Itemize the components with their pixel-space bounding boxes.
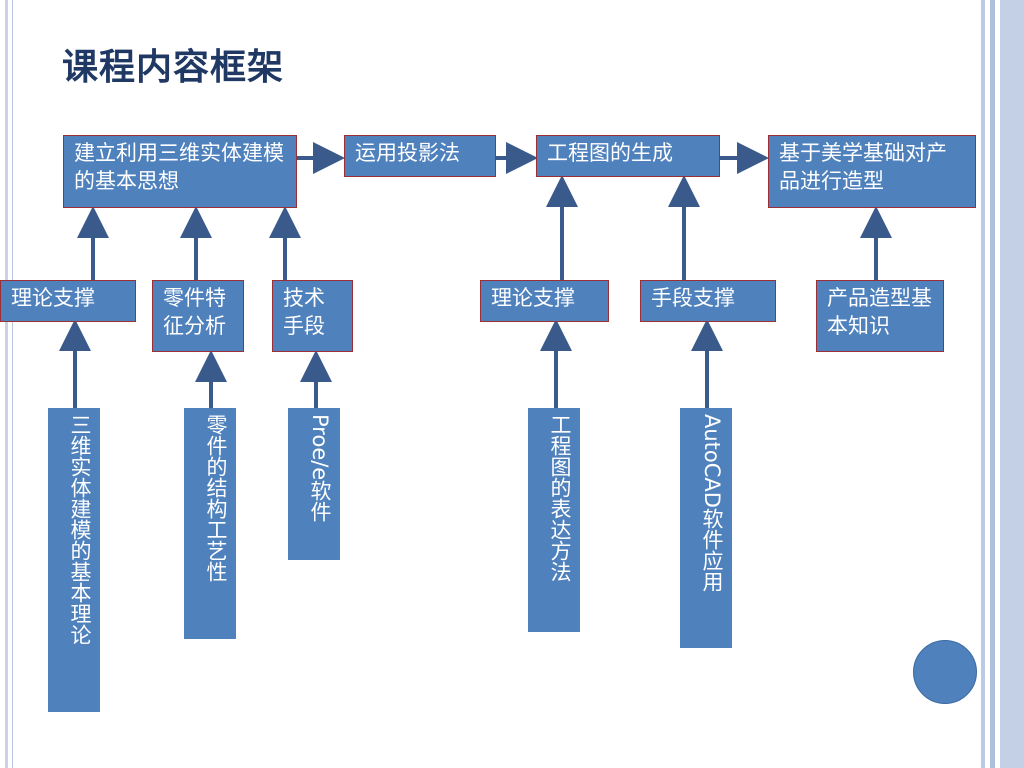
top-box-drawing-generation: 工程图的生成: [536, 135, 720, 177]
top-box-3d-modeling-idea: 建立利用三维实体建模的基本思想: [63, 135, 297, 208]
mid-box-means-support: 手段支撑: [640, 280, 776, 322]
bottom-box-drawing-expression: 工程图的表达方法: [528, 408, 580, 632]
mid-box-technical-means: 技术手段: [272, 280, 353, 352]
mid-box-theory-support-2: 理论支撑: [480, 280, 609, 322]
slide-right-border: [978, 0, 1024, 768]
top-box-product-styling: 基于美学基础对产品进行造型: [768, 135, 976, 208]
bottom-box-part-structure-process: 零件的结构工艺性: [184, 408, 236, 639]
mid-box-part-feature-analysis: 零件特征分析: [152, 280, 244, 352]
slide-left-border: [0, 0, 13, 768]
top-box-projection-method: 运用投影法: [344, 135, 496, 177]
decorative-circle: [913, 640, 977, 704]
mid-box-product-styling-knowledge: 产品造型基本知识: [816, 280, 944, 352]
mid-box-theory-support-1: 理论支撑: [0, 280, 136, 322]
slide-title: 课程内容框架: [62, 47, 285, 88]
bottom-box-3d-modeling-theory: 三维实体建模的基本理论: [48, 408, 100, 712]
bottom-box-autocad-software: AutoCAD软件应用: [680, 408, 732, 648]
bottom-box-proe-software: Proe/e软件: [288, 408, 340, 560]
